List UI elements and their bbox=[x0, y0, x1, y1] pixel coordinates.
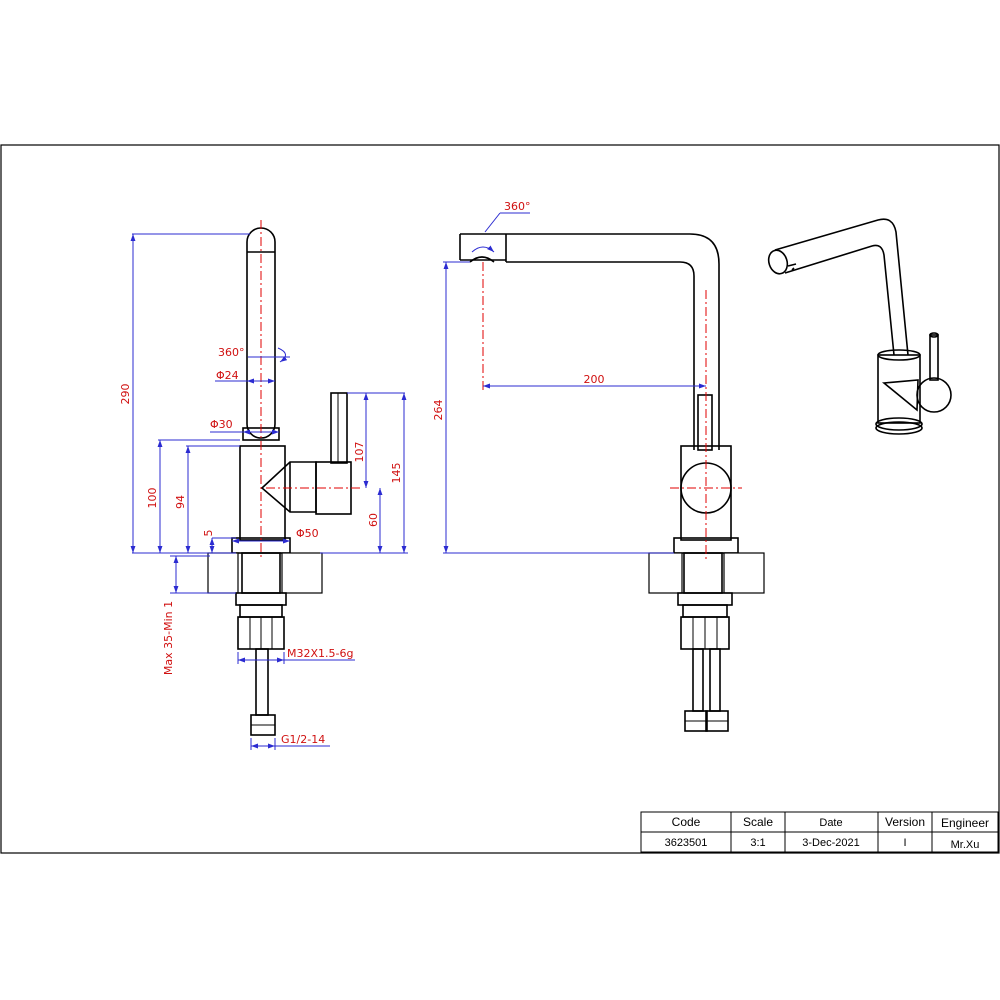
header-version: Version bbox=[885, 815, 925, 829]
value-date: 3-Dec-2021 bbox=[802, 837, 859, 849]
dim-mount-thread: M32X1.5-6g bbox=[287, 647, 353, 660]
dim-side-rotation: 360° bbox=[504, 200, 531, 213]
header-scale: Scale bbox=[743, 815, 773, 829]
value-version: I bbox=[903, 837, 906, 849]
header-code: Code bbox=[672, 815, 701, 829]
dim-side-height: 264 bbox=[432, 400, 445, 421]
isometric-view bbox=[767, 218, 952, 435]
dim-body-inner-height: 94 bbox=[174, 495, 187, 509]
dim-lever-height: 107 bbox=[353, 442, 366, 463]
dim-lever-total: 145 bbox=[390, 463, 403, 484]
dim-base-gap: 5 bbox=[202, 530, 215, 537]
front-view: 290 360° Φ24 Φ30 100 94 5 107 145 60 Φ50… bbox=[119, 220, 408, 750]
side-view: 360° 264 200 bbox=[432, 200, 765, 732]
value-code: 3623501 bbox=[665, 837, 708, 849]
dim-base-diameter: Φ50 bbox=[296, 527, 319, 540]
value-scale: 3:1 bbox=[750, 837, 765, 849]
dim-deck-thickness: Max 35-Min 1 bbox=[162, 601, 175, 675]
title-block: Code Scale Date Version Engineer 3623501… bbox=[640, 811, 999, 853]
dim-height-total: 290 bbox=[119, 384, 132, 405]
dim-lever-axis: 60 bbox=[367, 513, 380, 527]
header-engineer: Engineer bbox=[941, 816, 989, 830]
drawing-border bbox=[0, 144, 1000, 854]
dim-spout-diameter: Φ24 bbox=[216, 369, 239, 382]
dim-collar-diameter: Φ30 bbox=[210, 418, 233, 431]
header-date: Date bbox=[819, 817, 842, 829]
dim-hose-thread: G1/2-14 bbox=[281, 733, 325, 746]
value-engineer: Mr.Xu bbox=[951, 839, 980, 851]
dim-spout-rotation: 360° bbox=[218, 346, 245, 359]
dim-body-height: 100 bbox=[146, 488, 159, 509]
dim-side-reach: 200 bbox=[584, 373, 605, 386]
